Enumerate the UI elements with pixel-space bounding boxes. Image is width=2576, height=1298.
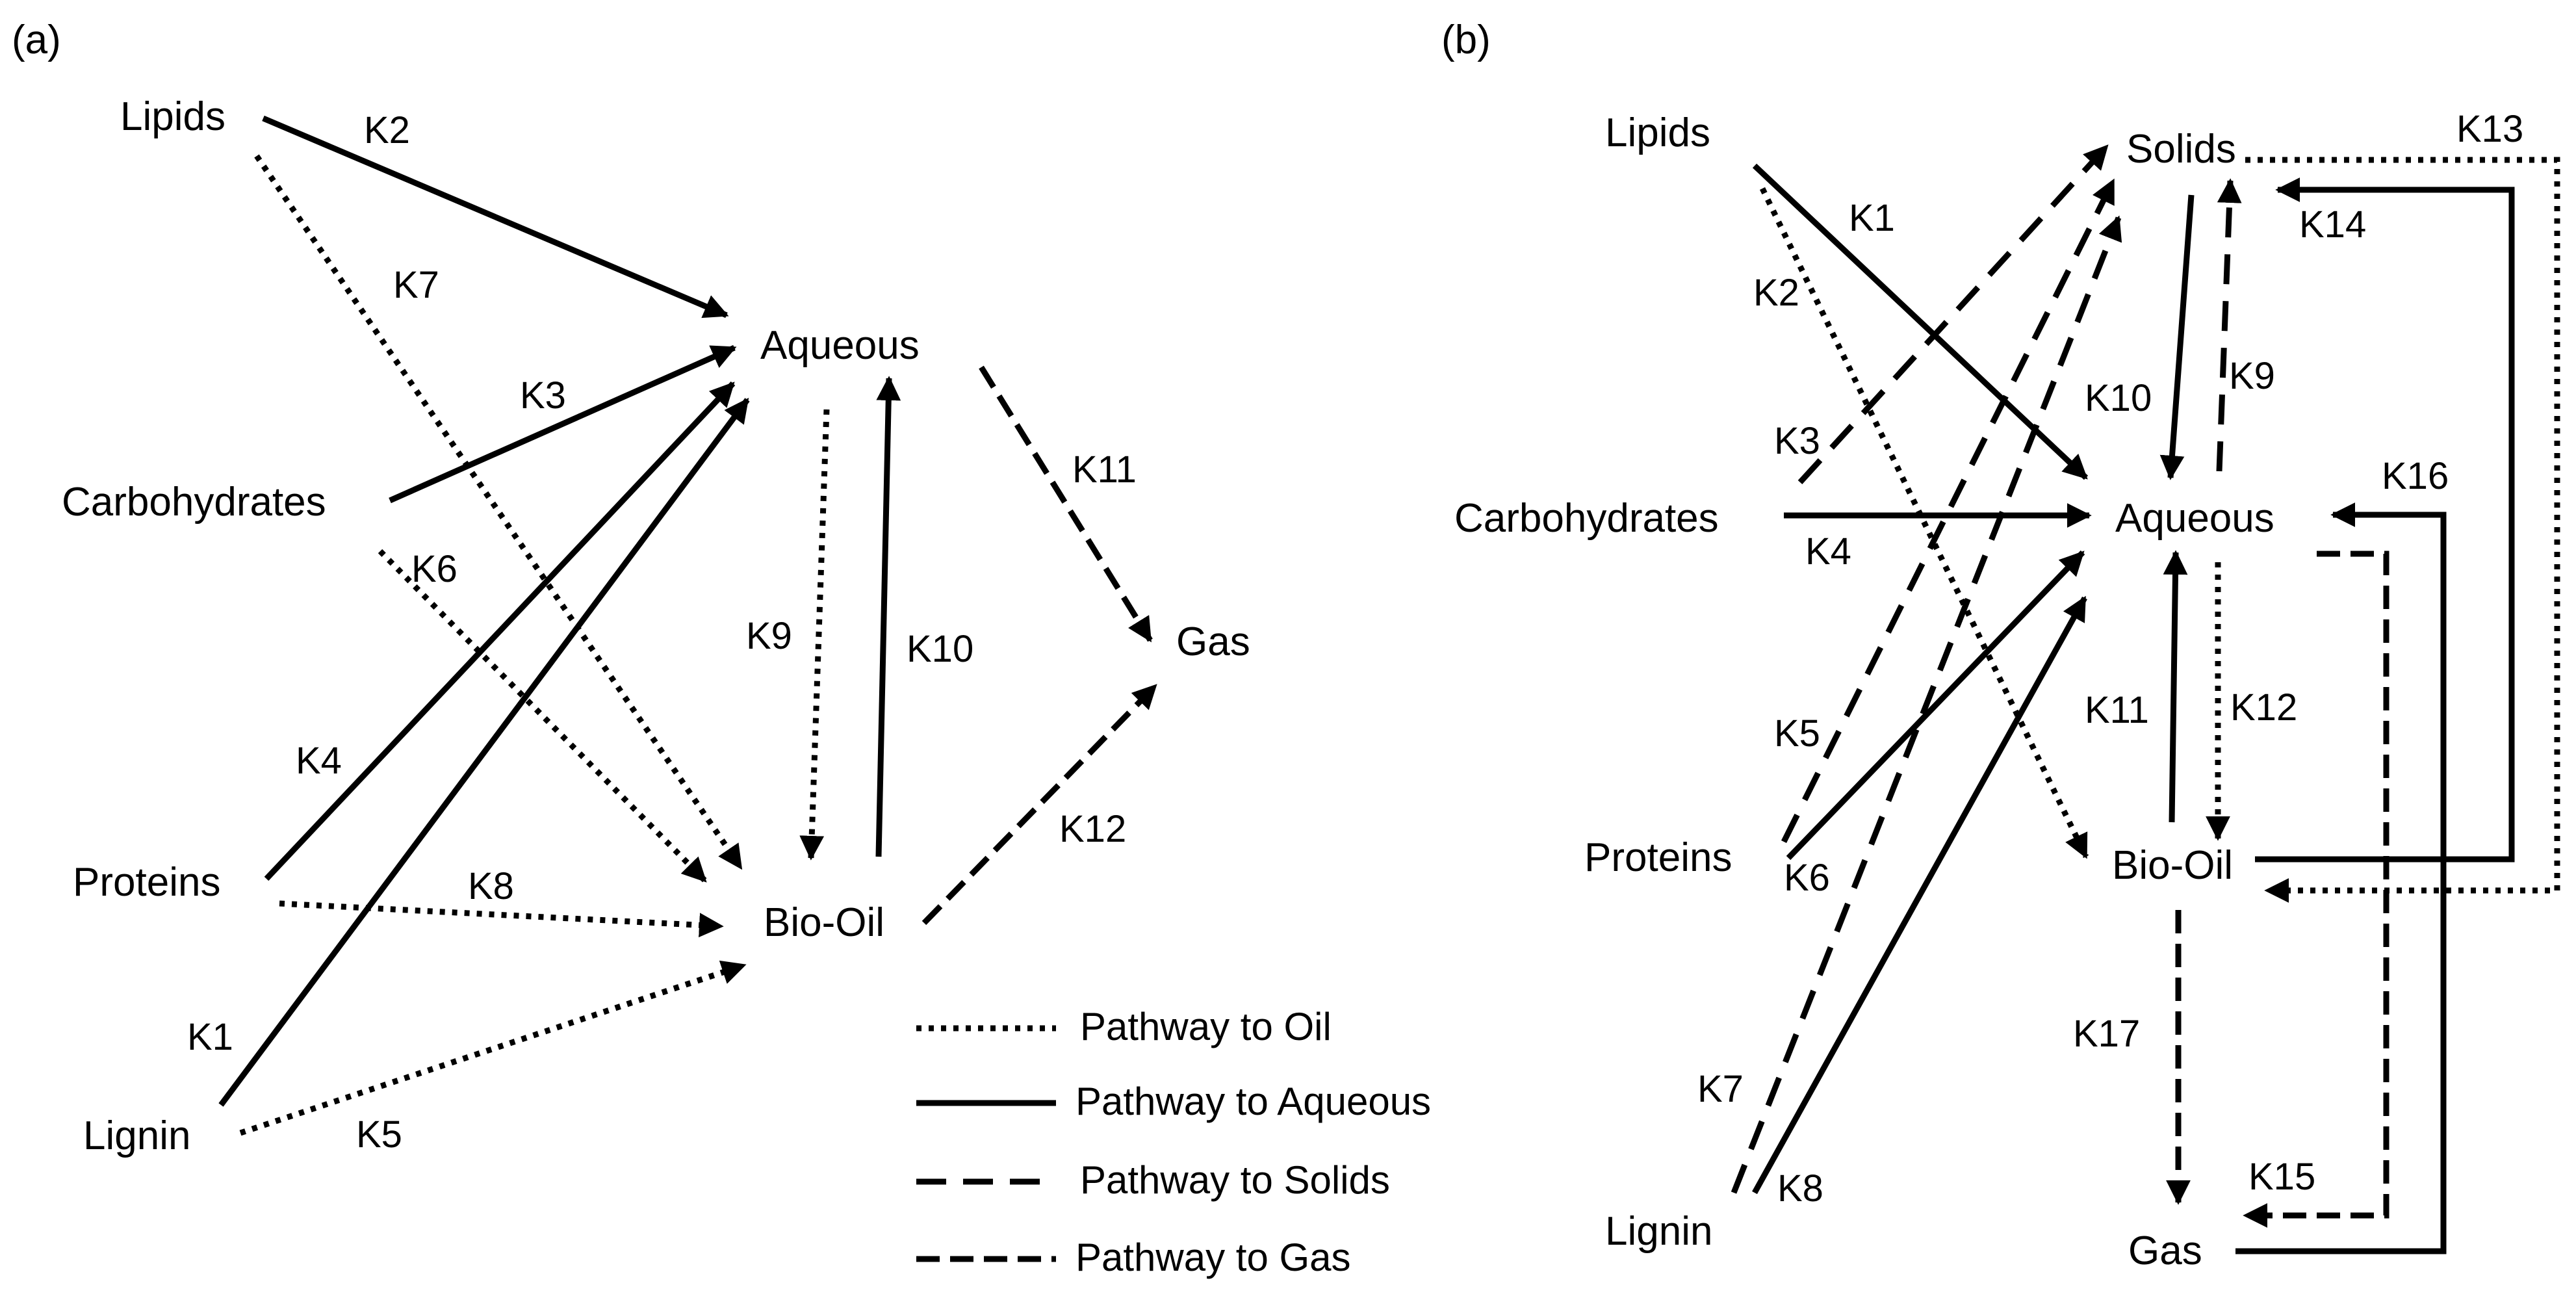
edge-b-k10 [2159,194,2195,480]
panel-b: (b) Lipids Carbohydrates Proteins Lignin… [1441,18,2560,1273]
rate-b-k9: K9 [2229,355,2275,397]
rate-a-k11: K11 [1072,448,1137,491]
edge-b-k16 [2235,502,2447,1254]
edge-a-k3 [389,344,737,504]
edge-b-k2 [1759,187,2089,859]
node-b-lignin: Lignin [1605,1209,1712,1254]
edge-a-k6 [378,549,708,883]
edge-a-k7 [254,154,743,870]
edge-b-k15 [2243,551,2389,1228]
rate-b-k11: K11 [2085,689,2149,731]
node-b-lipids: Lipids [1605,110,1710,155]
node-a-proteins: Proteins [73,860,220,905]
rate-a-k7: K7 [393,264,439,306]
rate-a-k5: K5 [356,1113,402,1156]
legend-aqueous-label: Pathway to Aqueous [1075,1080,1431,1123]
node-b-carbohydrates: Carbohydrates [1454,496,1719,541]
rate-b-k4: K4 [1805,530,1851,573]
node-a-carbohydrates: Carbohydrates [62,480,326,525]
rate-b-k6: K6 [1784,857,1830,899]
legend-gas-label: Pathway to Gas [1075,1236,1351,1279]
rate-b-k17: K17 [2073,1013,2140,1055]
edge-b-k13 [2245,157,2560,903]
node-a-lipids: Lipids [120,94,225,139]
rate-b-k2: K2 [1753,272,1799,314]
panel-b-label: (b) [1441,18,1491,62]
rate-a-k6: K6 [411,548,457,590]
rate-b-k3: K3 [1774,420,1820,462]
edge-b-k8 [1752,595,2087,1195]
rate-b-k1: K1 [1849,197,1895,239]
rate-a-k4: K4 [296,740,342,782]
rate-b-k5: K5 [1774,712,1820,755]
edge-a-k4 [264,381,736,881]
rate-b-k13: K13 [2456,108,2523,150]
rate-a-k3: K3 [520,374,566,417]
edge-a-k10 [875,376,901,857]
edge-b-k6 [1786,550,2085,861]
legend: Pathway to Oil Pathway to Aqueous Pathwa… [916,1005,1431,1279]
edge-a-k2 [262,115,729,318]
panel-a-label: (a) [12,18,61,62]
rate-b-k15: K15 [2248,1156,2315,1198]
node-b-gas: Gas [2128,1228,2202,1273]
edge-b-k9 [2216,178,2242,472]
edge-a-k9 [799,409,830,861]
rate-a-k12: K12 [1059,808,1126,850]
rate-b-k10: K10 [2085,377,2152,419]
node-b-biooil: Bio-Oil [2112,843,2233,888]
node-a-aqueous: Aqueous [760,323,920,368]
edge-b-k5 [1781,178,2117,844]
node-b-proteins: Proteins [1584,835,1732,880]
node-a-biooil: Bio-Oil [764,900,884,945]
edge-b-k7 [1731,215,2122,1194]
rate-a-k1: K1 [187,1016,233,1058]
node-a-gas: Gas [1176,619,1250,664]
rate-b-k7: K7 [1697,1068,1744,1110]
edge-a-k12 [921,683,1158,926]
edge-a-k11 [979,365,1153,643]
node-a-lignin: Lignin [83,1113,190,1158]
legend-oil-label: Pathway to Oil [1080,1005,1332,1048]
rate-b-k14: K14 [2299,203,2366,246]
panel-a: (a) Lipids Carbohydrates Proteins Lignin… [12,18,1250,1158]
edge-b-k11 [2163,550,2188,823]
node-b-aqueous: Aqueous [2115,496,2274,541]
rate-a-k8: K8 [468,865,514,907]
rate-b-k12: K12 [2230,686,2297,729]
rate-a-k9: K9 [746,615,792,657]
edge-b-k1 [1752,163,2089,480]
edge-a-k5 [239,960,747,1136]
rate-b-k8: K8 [1777,1167,1823,1210]
edge-b-k3 [1797,144,2109,485]
node-b-solids: Solids [2126,127,2236,172]
rate-a-k2: K2 [364,109,410,151]
rate-a-k10: K10 [907,628,973,670]
rate-b-k16: K16 [2382,455,2449,497]
legend-solids-label: Pathway to Solids [1080,1158,1390,1202]
edge-a-k1 [218,397,750,1107]
